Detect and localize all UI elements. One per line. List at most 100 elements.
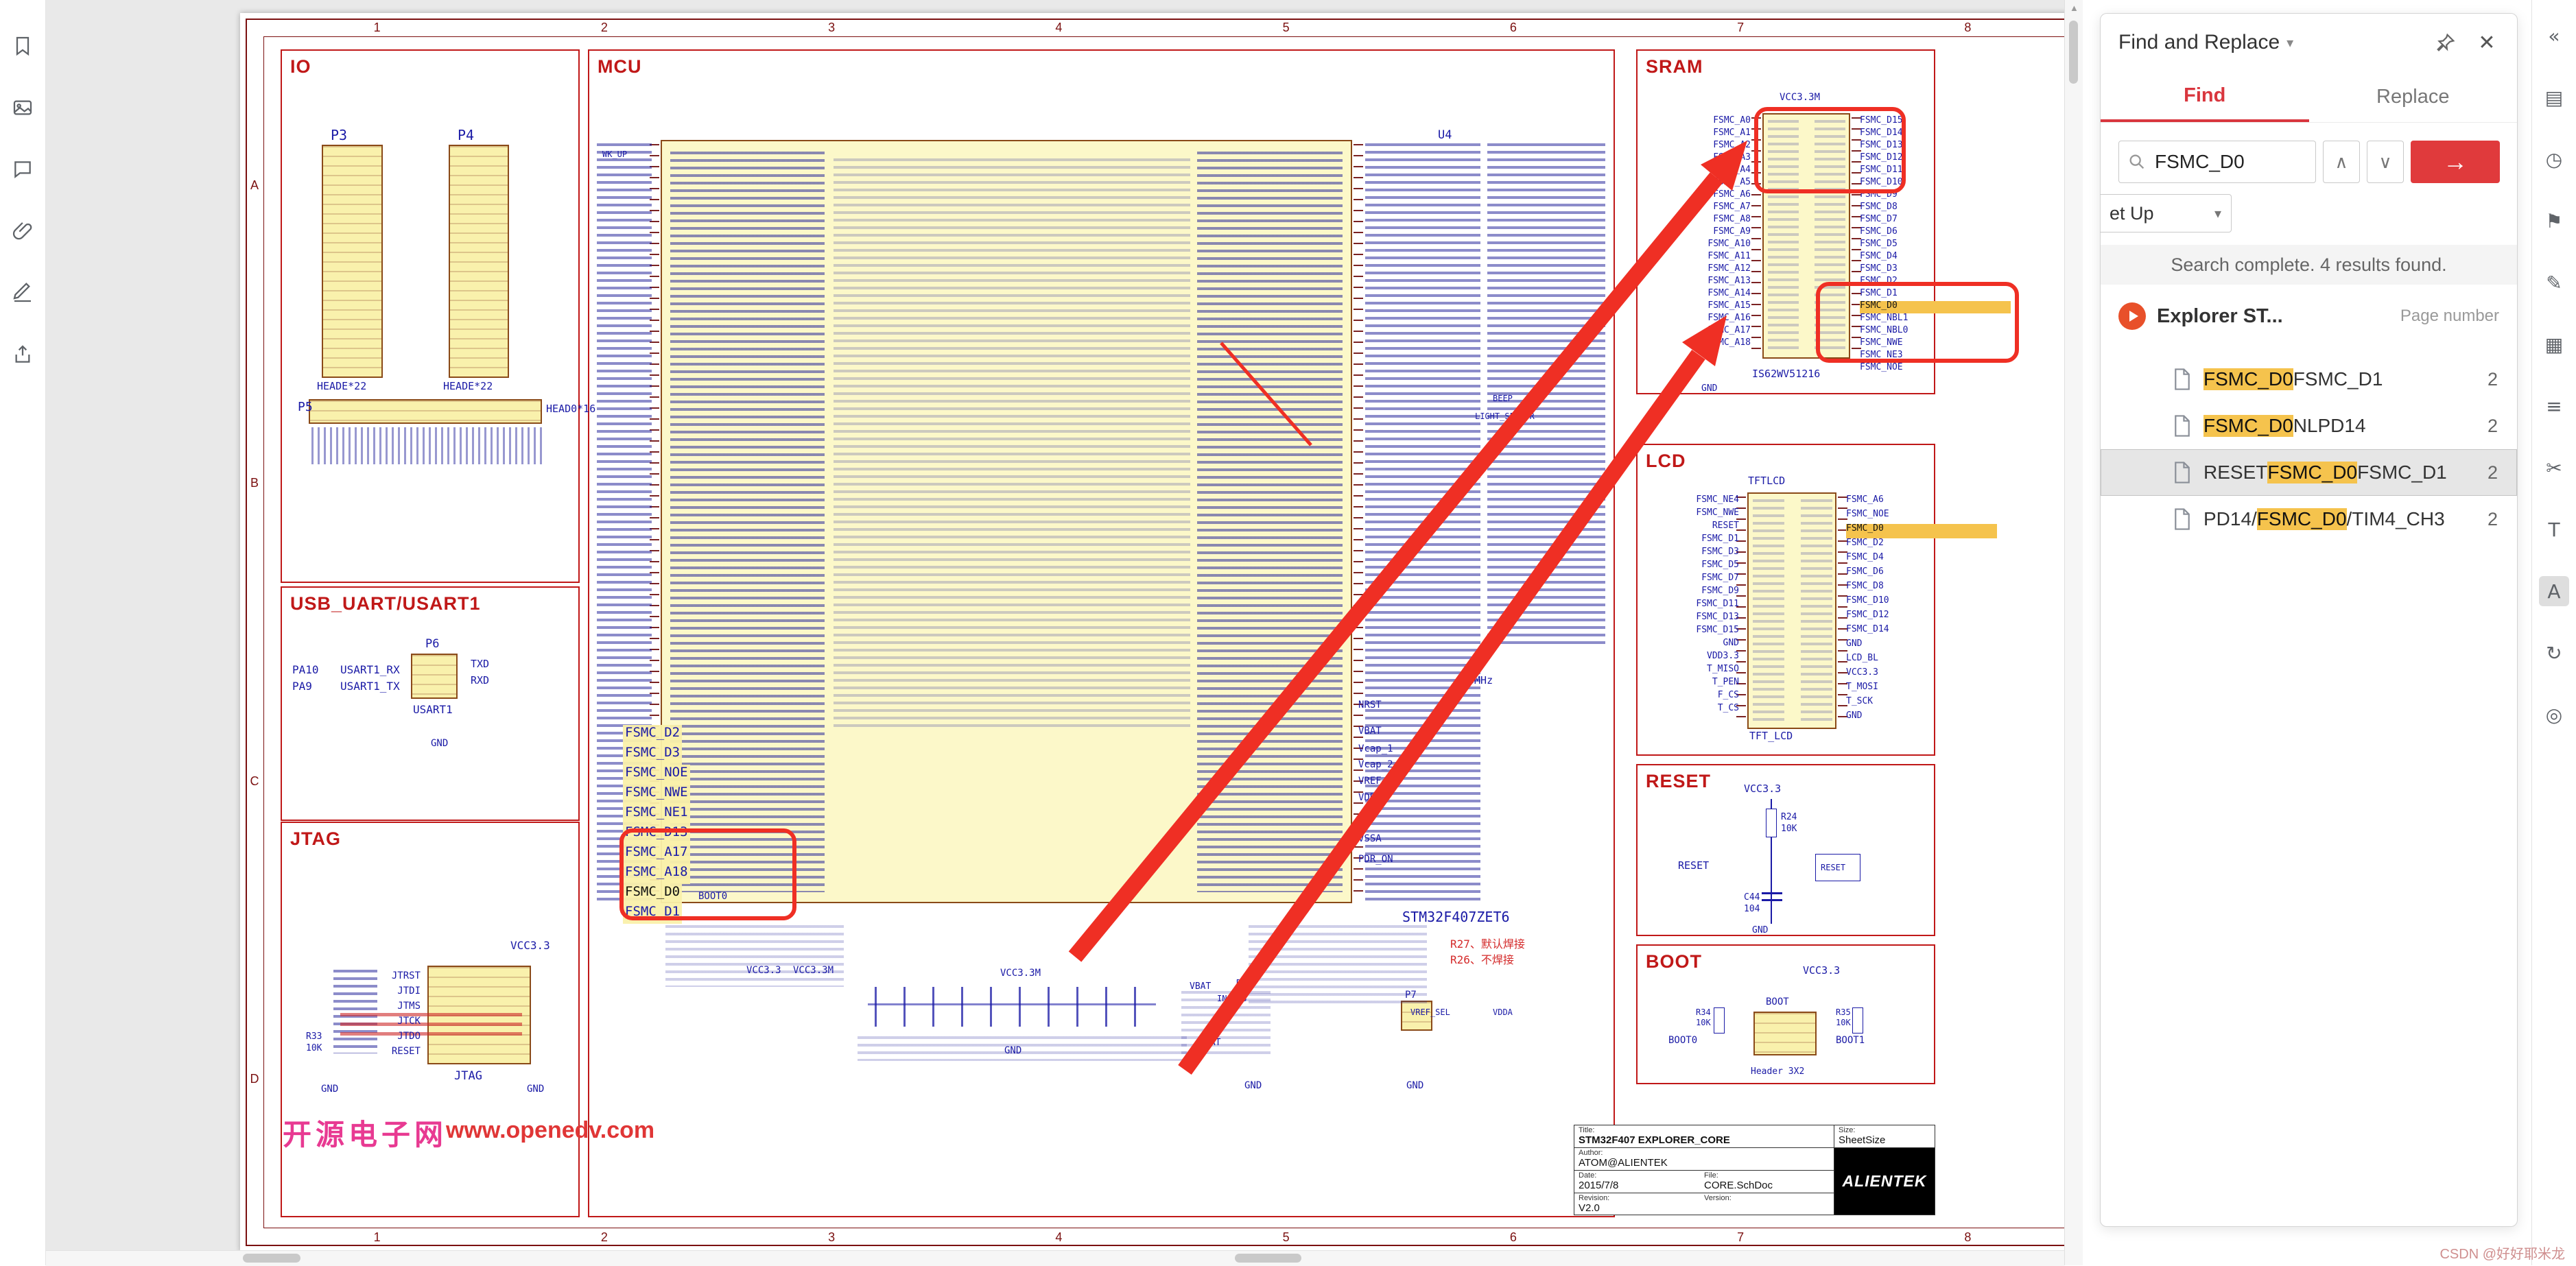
schematic-label: VBAT	[1190, 982, 1211, 991]
outline-icon[interactable]: ≡	[2539, 391, 2569, 421]
history-icon[interactable]: ◷	[2539, 144, 2569, 174]
schematic-label: GND	[431, 739, 448, 748]
tab-find[interactable]: Find	[2101, 71, 2309, 122]
search-icon	[2127, 152, 2147, 171]
highlight-icon[interactable]: A	[2539, 576, 2569, 606]
net-label: GND	[1636, 638, 1739, 652]
net-label: T_MISO	[1636, 665, 1739, 678]
find-next-button[interactable]: ∨	[2367, 141, 2404, 183]
net-label: FSMC_A17	[623, 844, 690, 864]
titleblock-version-label: Version:	[1704, 1194, 1830, 1202]
target-icon[interactable]: ◎	[2539, 700, 2569, 730]
net-label: FSMC_D15	[1860, 116, 2011, 128]
net-label: FSMC_A7	[1648, 202, 1751, 215]
zone-label: 7	[1627, 1228, 1854, 1246]
edit-icon[interactable]: ✎	[2539, 267, 2569, 298]
zone-label: 3	[718, 19, 945, 36]
collapse-panel-icon[interactable]: «	[2539, 21, 2569, 51]
bookmark-icon[interactable]	[10, 33, 36, 59]
net-label: FSMC_NOE	[1846, 510, 1997, 524]
net-label: JTDO	[340, 1031, 421, 1046]
horizontal-scrollbar[interactable]	[46, 1250, 2064, 1266]
net-label: FSMC_NOE	[623, 765, 690, 785]
vscroll-thumb[interactable]	[2069, 21, 2078, 84]
schematic-label: R26、不焊接	[1450, 955, 1514, 966]
schematic-label: Header 3X2	[1751, 1067, 1804, 1076]
titleblock-author: ATOM@ALIENTEK	[1579, 1157, 1668, 1169]
schematic-label: HEADE*22	[317, 381, 366, 392]
net-label: FSMC_D6	[1860, 227, 2011, 239]
snapshot-tool-icon[interactable]: ✂	[2539, 453, 2569, 483]
schematic-label: 10K	[1781, 824, 1797, 833]
net-label: FSMC_NWE	[623, 785, 690, 804]
result-page-number: 2	[2488, 369, 2498, 390]
tab-replace[interactable]: Replace	[2309, 71, 2518, 122]
close-icon[interactable]: ✕	[2474, 30, 2499, 55]
schematic-label: GND	[527, 1084, 544, 1094]
result-group-title[interactable]: Explorer ST...	[2157, 305, 2389, 328]
zone-label: 2	[491, 19, 718, 36]
net-label: FSMC_D10	[1860, 178, 2011, 190]
share-icon[interactable]	[10, 342, 36, 368]
find-replace-tabs: Find Replace	[2101, 71, 2517, 123]
attachment-icon[interactable]	[10, 218, 36, 244]
lcd-connector-body	[1747, 492, 1836, 729]
comment-icon[interactable]	[10, 156, 36, 182]
hscroll-thumb[interactable]	[243, 1254, 300, 1263]
net-label: FSMC_A13	[1648, 276, 1751, 289]
schematic-label: VDDA	[1358, 793, 1382, 802]
zone-label: 1	[263, 1228, 491, 1246]
net-label: FSMC_D11	[1860, 165, 2011, 178]
net-label: FSMC_D15	[1636, 625, 1739, 638]
text-select-icon[interactable]: T	[2539, 514, 2569, 545]
layers-icon[interactable]: ▦	[2539, 329, 2569, 359]
search-input[interactable]: FSMC_D0	[2118, 141, 2316, 183]
signature-icon[interactable]	[10, 280, 36, 306]
schematic-label: 10K	[1836, 1018, 1851, 1027]
search-scope-dropdown[interactable]: et Up ▾	[2100, 194, 2232, 232]
section-title: SRAM	[1646, 56, 1703, 77]
section-title: USB_UART/USART1	[290, 593, 481, 614]
scroll-up-icon[interactable]: ▲	[2070, 3, 2079, 13]
boot-resistor-r34	[1714, 1007, 1725, 1034]
rotate-icon[interactable]: ↻	[2539, 638, 2569, 668]
net-label: FSMC_NWE	[1636, 508, 1739, 521]
thumbnails-icon[interactable]: ▤	[2539, 82, 2569, 112]
find-previous-button[interactable]: ∧	[2323, 141, 2360, 183]
vertical-scrollbar[interactable]: ▲	[2064, 0, 2083, 1265]
net-label: FSMC_A11	[1648, 252, 1751, 264]
zone-label: 6	[1399, 19, 1627, 36]
titleblock-date: 2015/7/8	[1579, 1180, 1618, 1191]
chevron-down-icon[interactable]: ▾	[2287, 34, 2293, 51]
mcu-right-net-labels	[1365, 143, 1480, 901]
titleblock-rev-label: Revision:	[1579, 1194, 1704, 1202]
zone-label: C	[246, 632, 263, 931]
schematic-label: WK_UP	[602, 150, 627, 158]
floating-toolbar-pill[interactable]	[1235, 1254, 1301, 1263]
bookmarks-icon[interactable]: ⚑	[2539, 206, 2569, 236]
net-label: FSMC_NWE	[1860, 338, 2011, 350]
schematic-label: VCC3.3	[1744, 784, 1781, 794]
snapshot-icon[interactable]	[10, 95, 36, 121]
boot-resistor-r35	[1852, 1007, 1863, 1034]
search-submit-button[interactable]: →	[2411, 141, 2500, 183]
net-label: FSMC_A3	[1648, 153, 1751, 165]
schematic-label: GND	[321, 1084, 338, 1094]
io-pin-labels	[311, 427, 542, 464]
schematic-label: VCC3.3	[746, 966, 781, 975]
net-label: RESET	[1636, 521, 1739, 534]
section-reset: RESET	[1636, 764, 1935, 936]
pin-panel-icon[interactable]	[2433, 30, 2458, 55]
result-page-number: 2	[2488, 462, 2498, 483]
schematic-label: GND	[1406, 1081, 1423, 1090]
